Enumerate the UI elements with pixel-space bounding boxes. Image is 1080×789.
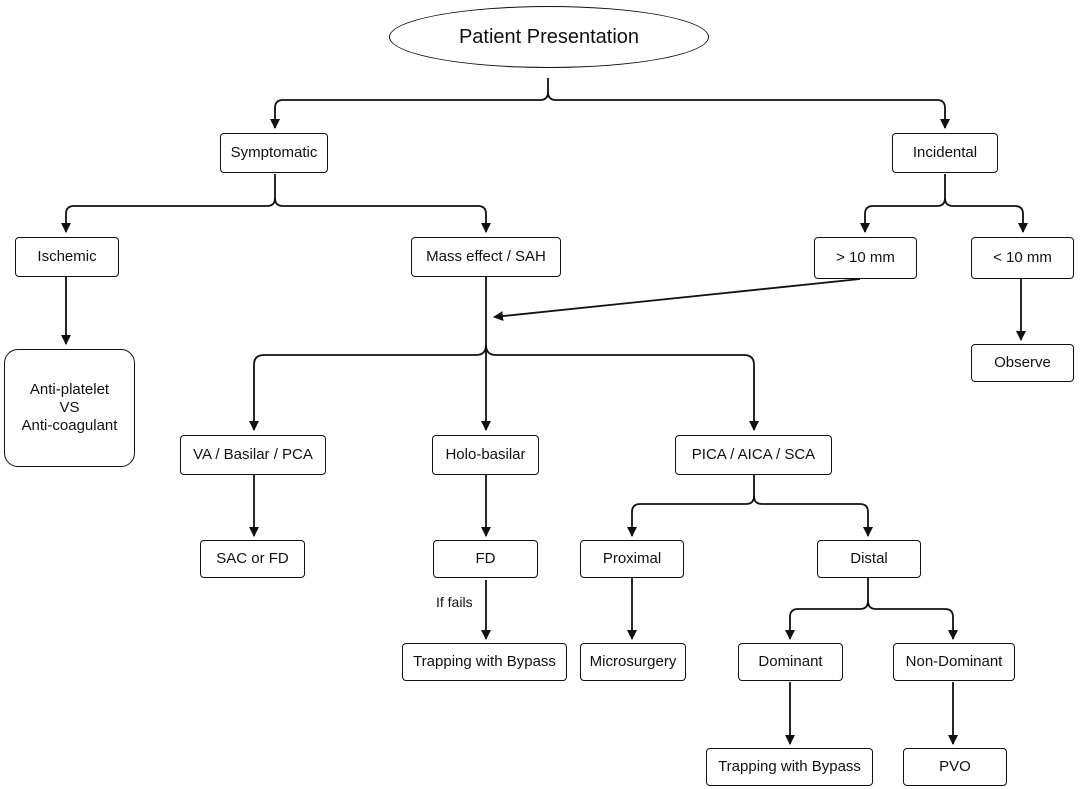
edge-label-if-fails: If fails [436,594,473,610]
connector-symptomatic-to-mass-effect [274,197,491,233]
node-trapping-with-bypass-dominant: Trapping with Bypass [706,748,873,786]
node-microsurgery: Microsurgery [580,643,686,681]
label-anti-platelet: Anti-platelet [29,381,110,398]
label-vs: VS [59,399,80,416]
node-lt-10mm: < 10 mm [971,237,1074,279]
connector-pica-to-proximal [627,475,755,537]
connector-pica-to-distal [753,495,873,537]
node-gt-10mm: > 10 mm [814,237,917,279]
node-patient-presentation: Patient Presentation [389,6,709,68]
connector-to-va-basilar-pca [249,344,487,431]
connector-root-to-symptomatic [270,78,549,129]
node-anti-platelet-vs-anti-coagulant: Anti-platelet VS Anti-coagulant [4,349,135,467]
connector-to-pica-aica-sca [485,344,759,431]
node-va-basilar-pca: VA / Basilar / PCA [180,435,326,475]
node-mass-effect-sah: Mass effect / SAH [411,237,561,277]
connector-symptomatic-to-ischemic [61,174,276,233]
node-proximal: Proximal [580,540,684,578]
node-ischemic: Ischemic [15,237,119,277]
connector-distal-to-dominant [785,578,869,640]
node-symptomatic: Symptomatic [220,133,328,173]
node-distal: Distal [817,540,921,578]
node-pvo: PVO [903,748,1007,786]
node-holo-basilar: Holo-basilar [432,435,539,475]
label-anti-coagulant: Anti-coagulant [21,417,118,434]
node-observe: Observe [971,344,1074,382]
connector-incidental-to-lt10 [944,197,1028,233]
connector-gt10-to-treatment [493,278,861,322]
connector-distal-to-non-dominant [867,600,958,640]
node-dominant: Dominant [738,643,843,681]
connector-root-to-incidental [547,91,950,129]
node-fd: FD [433,540,538,578]
node-non-dominant: Non-Dominant [893,643,1015,681]
node-pica-aica-sca: PICA / AICA / SCA [675,435,832,475]
node-sac-or-fd: SAC or FD [200,540,305,578]
node-trapping-with-bypass-holo: Trapping with Bypass [402,643,567,681]
connector-incidental-to-gt10 [860,174,946,233]
node-incidental: Incidental [892,133,998,173]
